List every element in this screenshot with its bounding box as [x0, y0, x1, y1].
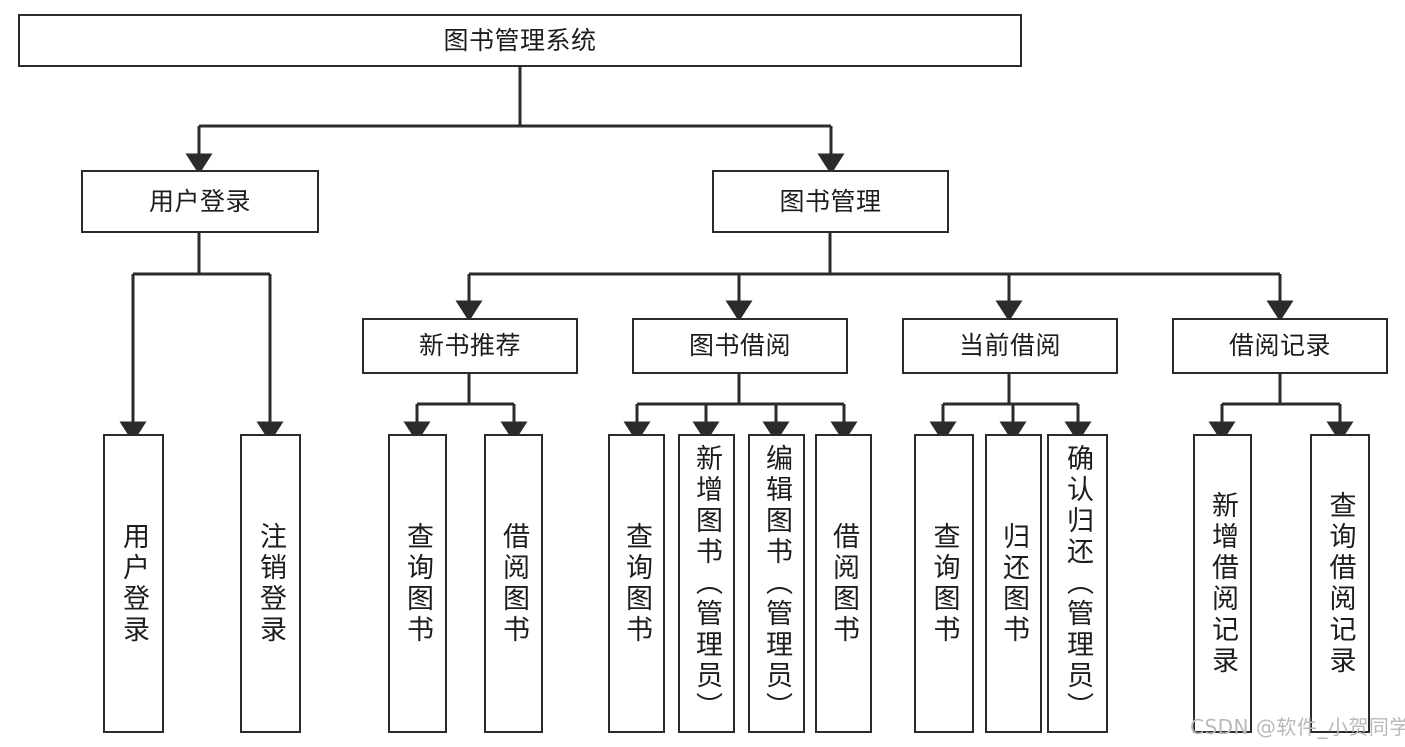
node-label: 查询图书: [928, 521, 960, 646]
node-new-book-recommend[interactable]: 新书推荐: [362, 318, 578, 374]
node-label: 图书借阅: [688, 331, 791, 360]
leaf-add-borrow-record[interactable]: 新增借阅记录: [1193, 434, 1252, 733]
node-label: 新增图书（管理员）: [691, 444, 722, 723]
node-label: 借阅记录: [1228, 331, 1331, 360]
node-label: 借阅图书: [828, 521, 859, 646]
node-book-management[interactable]: 图书管理: [712, 170, 949, 233]
node-root-system[interactable]: 图书管理系统: [18, 14, 1022, 67]
node-label: 新增借阅记录: [1207, 490, 1238, 677]
node-label: 确认归还（管理员）: [1062, 444, 1093, 723]
node-label: 新书推荐: [418, 331, 521, 360]
node-label: 用户登录: [118, 521, 149, 646]
node-label: 借阅图书: [498, 521, 529, 646]
leaf-edit-book-admin[interactable]: 编辑图书（管理员）: [748, 434, 805, 733]
node-label: 注销登录: [255, 521, 286, 646]
node-label: 图书管理: [779, 186, 882, 216]
node-label: 查询图书: [402, 521, 433, 646]
leaf-confirm-return-admin[interactable]: 确认归还（管理员）: [1047, 434, 1108, 733]
leaf-user-login[interactable]: 用户登录: [103, 434, 164, 733]
leaf-borrow-book-1[interactable]: 借阅图书: [484, 434, 543, 733]
leaf-borrow-book-2[interactable]: 借阅图书: [815, 434, 872, 733]
node-label: 用户登录: [148, 186, 251, 216]
node-label: 归还图书: [998, 521, 1029, 646]
node-label: 查询借阅记录: [1324, 490, 1356, 677]
node-label: 图书管理系统: [443, 25, 597, 55]
csdn-watermark: CSDN @软件_小贺同学: [1190, 715, 1405, 739]
leaf-query-book-2[interactable]: 查询图书: [608, 434, 665, 733]
node-book-borrow[interactable]: 图书借阅: [632, 318, 848, 374]
leaf-logout-login[interactable]: 注销登录: [240, 434, 301, 733]
leaf-query-book-1[interactable]: 查询图书: [388, 434, 447, 733]
leaf-query-borrow-record[interactable]: 查询借阅记录: [1310, 434, 1370, 733]
node-label: 编辑图书（管理员）: [761, 444, 792, 723]
leaf-add-book-admin[interactable]: 新增图书（管理员）: [678, 434, 735, 733]
node-user-login[interactable]: 用户登录: [81, 170, 319, 233]
node-current-borrow[interactable]: 当前借阅: [902, 318, 1118, 374]
leaf-query-book-3[interactable]: 查询图书: [914, 434, 974, 733]
node-label: 当前借阅: [958, 331, 1061, 360]
node-label: 查询图书: [621, 521, 652, 646]
leaf-return-book[interactable]: 归还图书: [985, 434, 1042, 733]
node-borrow-record[interactable]: 借阅记录: [1172, 318, 1388, 374]
